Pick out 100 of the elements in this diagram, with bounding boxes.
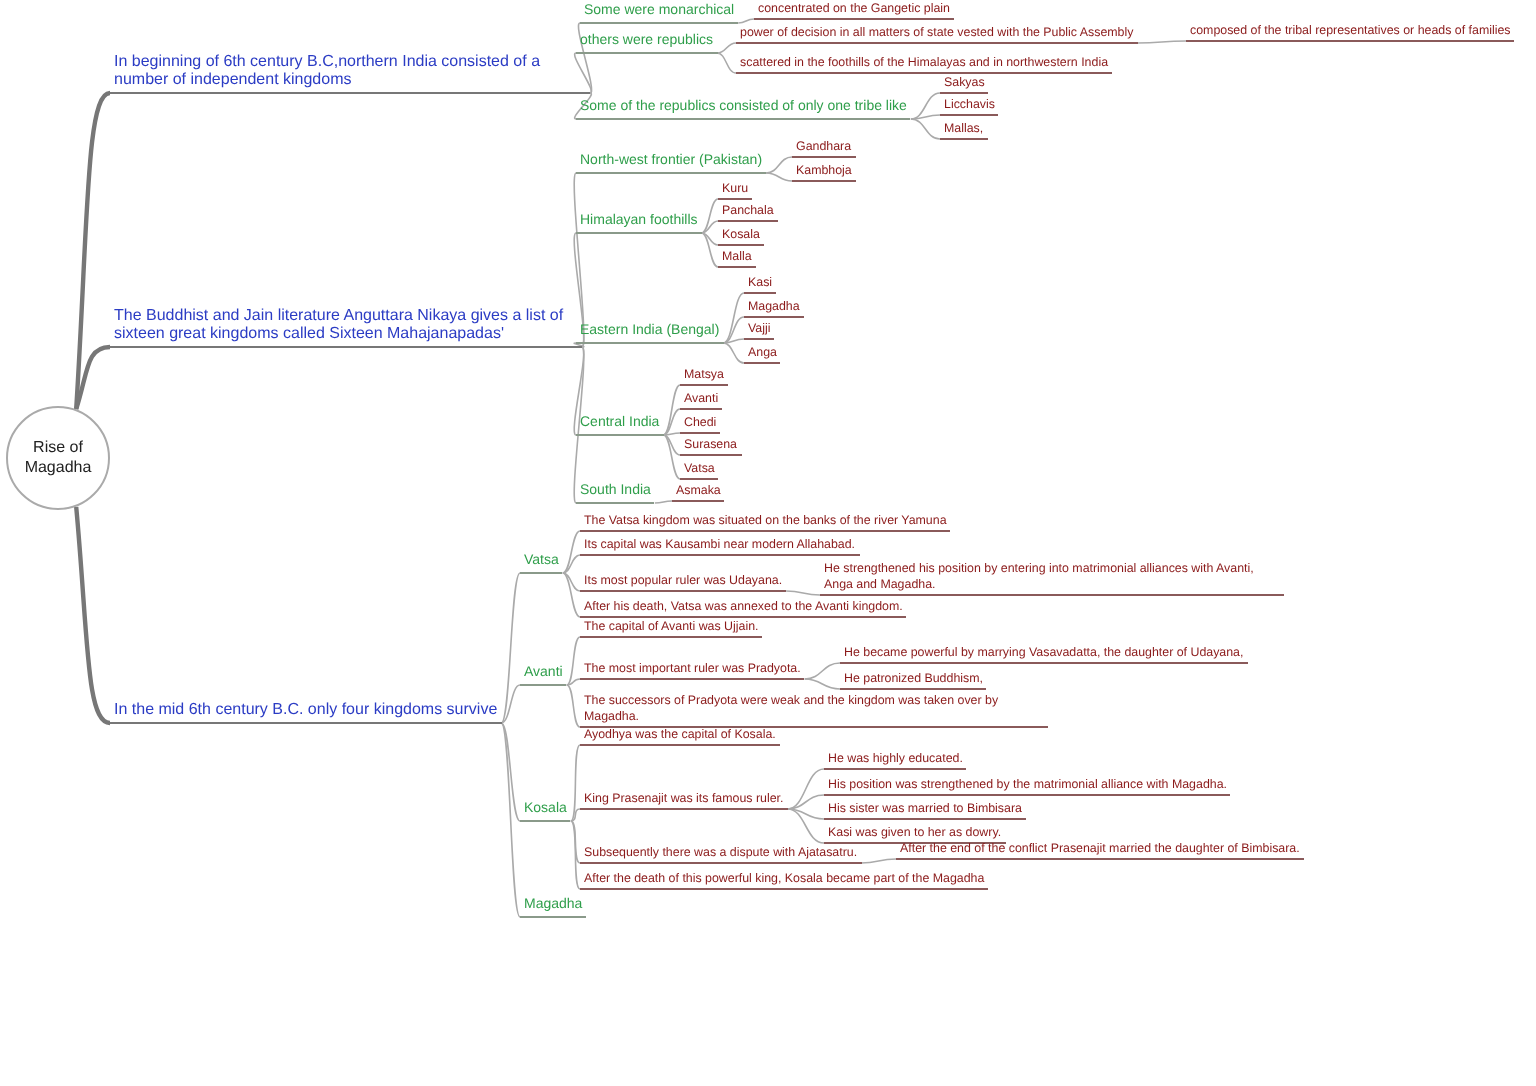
topic-node — [744, 321, 775, 340]
topic-node — [580, 727, 780, 746]
branch-connector — [700, 220, 719, 234]
branch-connector — [573, 92, 593, 120]
branch-connector — [765, 156, 793, 174]
topic-node — [1186, 23, 1515, 42]
branch-connector — [722, 342, 745, 364]
branch-connector — [74, 506, 111, 726]
topic-node — [580, 599, 907, 618]
branch-connector — [700, 232, 719, 246]
topic-node — [580, 3, 739, 24]
topic-node — [110, 305, 582, 348]
branch-connector — [785, 590, 821, 596]
topic-node — [744, 345, 781, 364]
branch-connector — [786, 794, 825, 810]
topic-node — [580, 871, 989, 890]
branch-connector — [562, 572, 581, 618]
topic-node — [840, 671, 987, 690]
branch-connector — [565, 684, 581, 728]
topic-node — [736, 55, 1113, 74]
branch-connector — [700, 198, 719, 234]
topic-node — [580, 619, 763, 638]
branch-connector — [786, 768, 825, 810]
topic-node — [680, 415, 721, 434]
topic-node — [792, 139, 856, 158]
topic-node — [110, 51, 590, 94]
topic-node — [580, 513, 951, 532]
topic-node — [718, 227, 764, 246]
branch-connector — [570, 820, 581, 864]
topic-node — [820, 562, 1284, 596]
topic-node — [718, 249, 756, 268]
topic-node — [824, 751, 967, 770]
branch-connector — [500, 722, 521, 822]
topic-node — [576, 483, 655, 504]
topic-node — [940, 75, 989, 94]
branch-connector — [500, 572, 521, 724]
topic-node — [940, 97, 999, 116]
topic-node — [718, 181, 753, 200]
topic-node — [576, 99, 911, 120]
topic-node — [580, 791, 788, 810]
topic-node — [576, 213, 702, 234]
central-topic-circle — [6, 406, 110, 510]
branch-connector — [573, 342, 585, 348]
branch-connector — [716, 42, 737, 54]
topic-node — [580, 573, 787, 592]
topic-node — [520, 553, 563, 574]
topic-node — [824, 825, 1006, 844]
topic-node — [576, 153, 767, 174]
topic-node — [580, 537, 860, 556]
branch-connector — [716, 52, 737, 74]
branch-connector — [910, 114, 941, 120]
branch-connector — [662, 434, 681, 480]
topic-text: In the mid 6th century B.C. only four kingdoms survive — [114, 700, 498, 719]
branch-connector — [570, 820, 581, 890]
branch-connector — [500, 684, 521, 724]
branch-connector — [573, 346, 585, 504]
branch-connector — [662, 384, 681, 436]
branch-connector — [565, 678, 581, 686]
branch-connector — [722, 316, 745, 344]
branch-connector — [786, 808, 825, 820]
branch-connector — [562, 530, 581, 574]
topic-node — [824, 777, 1231, 796]
branch-connector — [74, 344, 111, 410]
branch-connector — [803, 662, 841, 680]
branch-connector — [910, 92, 941, 120]
branch-connector — [500, 722, 521, 918]
topic-node — [718, 203, 778, 222]
branch-connector — [737, 18, 755, 24]
topic-node — [520, 801, 571, 822]
topic-node — [680, 367, 728, 386]
branch-connector — [562, 572, 581, 592]
topic-node — [576, 33, 718, 54]
topic-node — [896, 841, 1304, 860]
topic-text: The Buddhist and Jain literature Anguttara Nikaya gives a list of sixteen great kingdoms called Sixteen Mahajanapadas' — [114, 305, 564, 343]
topic-node — [680, 461, 719, 480]
topic-node — [580, 694, 1048, 728]
branch-connector — [786, 808, 825, 844]
branch-connector — [662, 408, 681, 436]
topic-node — [824, 801, 1026, 820]
branch-connector — [722, 338, 745, 344]
topic-node — [840, 645, 1248, 664]
topic-node — [110, 700, 502, 724]
branch-connector — [662, 432, 681, 436]
branch-connector — [765, 172, 793, 182]
topic-node — [680, 437, 741, 456]
branch-connector — [573, 346, 585, 436]
branch-connector — [700, 232, 719, 268]
topic-node — [580, 661, 805, 680]
branch-connector — [570, 744, 581, 822]
topic-node — [792, 163, 856, 182]
topic-node — [580, 845, 862, 864]
branch-connector — [1136, 40, 1187, 44]
branch-connector — [573, 52, 593, 94]
topic-node — [754, 1, 954, 20]
topic-node — [940, 121, 988, 140]
topic-node — [520, 897, 587, 918]
branch-connector — [74, 91, 111, 410]
branch-connector — [565, 636, 581, 686]
topic-node — [736, 25, 1138, 44]
topic-node — [744, 275, 777, 294]
